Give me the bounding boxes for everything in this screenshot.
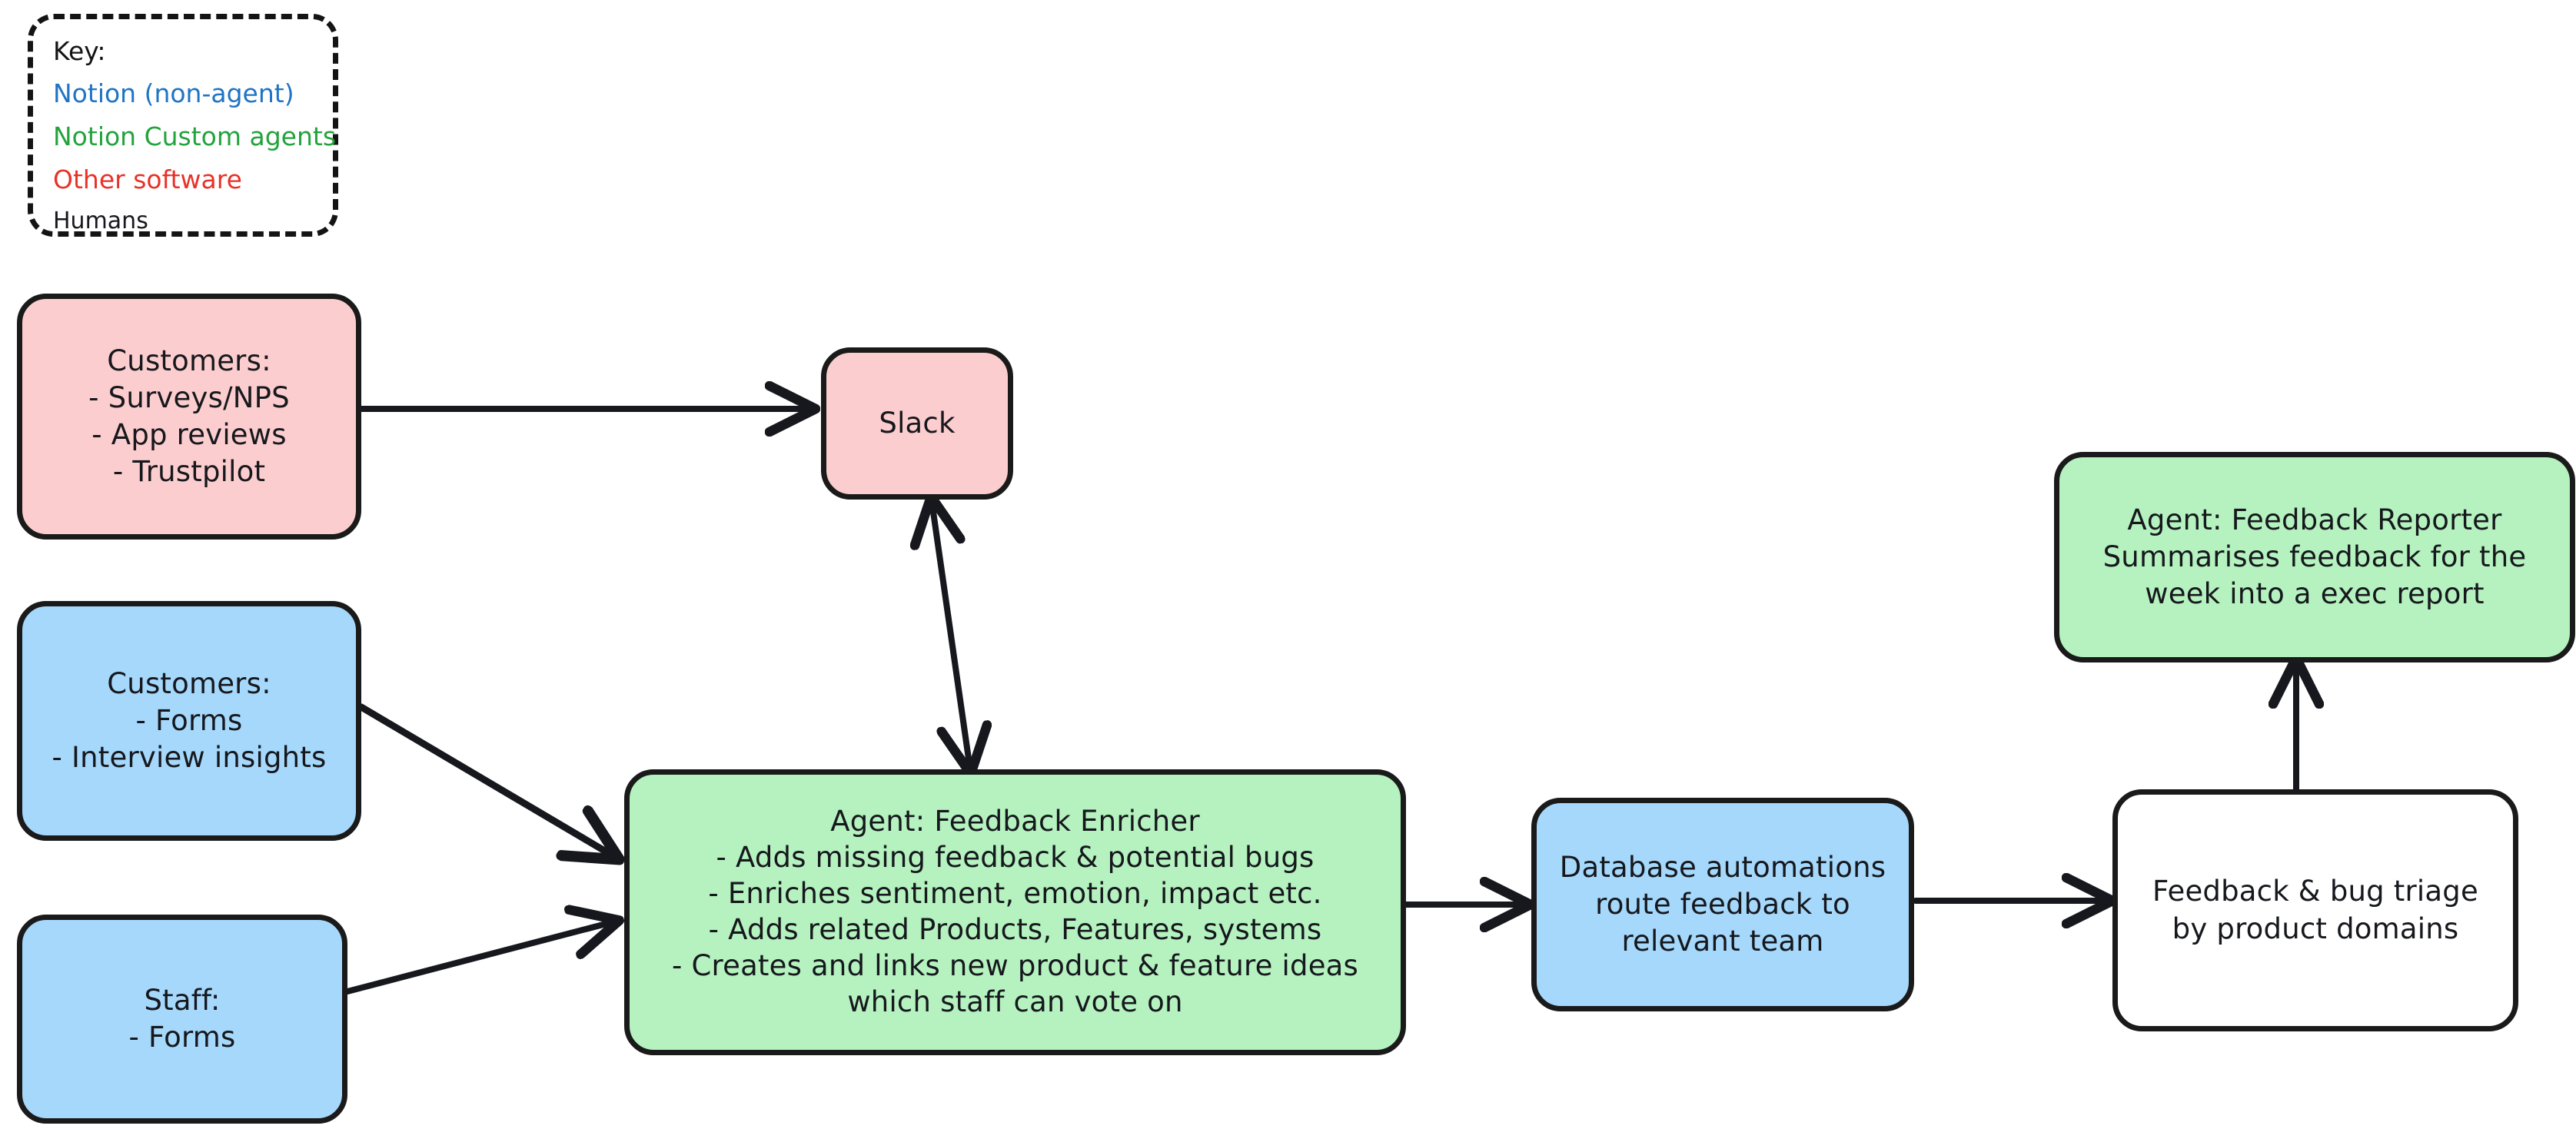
- node-agent-feedback-reporter[interactable]: Agent: Feedback Reporter Summarises feed…: [2054, 452, 2575, 662]
- node-database-automations[interactable]: Database automations route feedback to r…: [1531, 798, 1914, 1011]
- node-line: - Forms: [135, 703, 243, 737]
- node-line: - Adds related Products, Features, syste…: [708, 913, 1322, 946]
- node-line: Staff:: [144, 983, 221, 1017]
- node-line: Feedback & bug triage: [2152, 875, 2478, 908]
- node-line: Customers:: [107, 666, 271, 700]
- node-line: Agent: Feedback Enricher: [830, 805, 1200, 838]
- node-customers-forms[interactable]: Customers: - Forms - Interview insights: [17, 601, 361, 841]
- node-line: - Surveys/NPS: [88, 380, 290, 414]
- legend-key: Key: Notion (non-agent) Notion Custom ag…: [28, 14, 338, 237]
- node-agent-feedback-enricher[interactable]: Agent: Feedback Enricher - Adds missing …: [624, 769, 1406, 1055]
- node-customers-surveys[interactable]: Customers: - Surveys/NPS - App reviews -…: [17, 294, 361, 540]
- node-line: - Trustpilot: [112, 455, 266, 489]
- node-line: Agent: Feedback Reporter: [2127, 503, 2502, 536]
- node-line: which staff can vote on: [847, 985, 1183, 1018]
- legend-item-other-software: Other software: [53, 164, 242, 194]
- node-line: Database automations: [1559, 850, 1886, 884]
- node-line: route feedback to: [1595, 887, 1850, 921]
- node-staff-forms[interactable]: Staff: - Forms: [17, 915, 347, 1124]
- node-line: week into a exec report: [2145, 577, 2485, 611]
- node-line: Customers:: [107, 344, 271, 377]
- legend-item-notion-non-agent: Notion (non-agent): [53, 78, 294, 108]
- legend-item-humans: Humans: [53, 208, 148, 234]
- node-line: - Adds missing feedback & potential bugs: [716, 841, 1315, 875]
- node-line: Summarises feedback for the: [2102, 540, 2527, 573]
- node-line: - App reviews: [91, 418, 287, 451]
- edge-slack-feedback-enricher-bidirectional: [932, 501, 970, 769]
- edge-customers-blue-to-feedback-enricher: [357, 703, 615, 857]
- node-line: by product domains: [2172, 912, 2459, 945]
- legend-title: Key:: [53, 36, 106, 66]
- node-line: relevant team: [1621, 925, 1824, 958]
- legend-item-notion-custom-agents: Notion Custom agents: [53, 121, 337, 151]
- node-slack[interactable]: Slack: [821, 347, 1013, 500]
- edge-staff-to-feedback-enricher: [344, 921, 615, 995]
- node-line: - Interview insights: [52, 741, 327, 775]
- node-line: Slack: [879, 406, 956, 440]
- node-feedback-bug-triage[interactable]: Feedback & bug triage by product domains: [2112, 789, 2518, 1031]
- node-line: - Forms: [128, 1021, 236, 1054]
- node-line: - Enriches sentiment, emotion, impact et…: [708, 877, 1322, 911]
- node-line: - Creates and links new product & featur…: [671, 948, 1359, 982]
